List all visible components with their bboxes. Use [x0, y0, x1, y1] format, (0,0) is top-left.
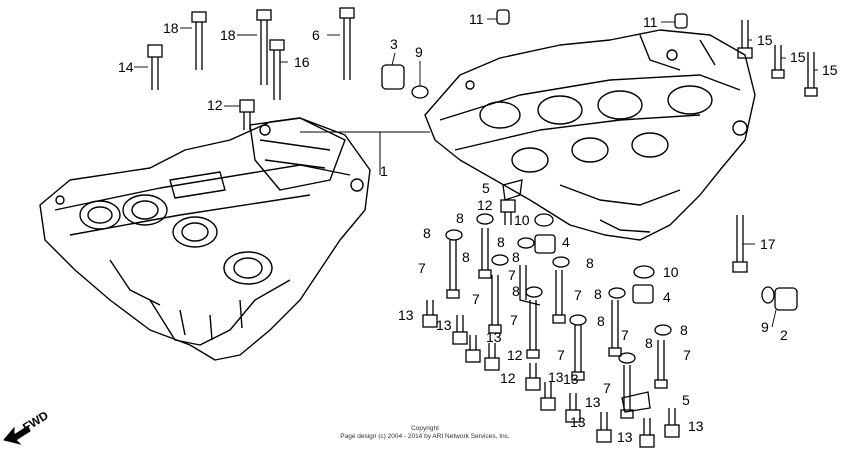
callout-10: 10 [663, 264, 679, 280]
callout-13: 13 [585, 394, 601, 410]
callout-8: 8 [512, 283, 520, 299]
callout-15: 15 [790, 49, 806, 65]
callout-11: 11 [469, 11, 484, 27]
callout-8: 8 [462, 249, 470, 265]
callout-7: 7 [508, 267, 516, 283]
callout-13: 13 [436, 317, 452, 333]
callout-9: 9 [415, 44, 423, 60]
callout-9: 9 [761, 319, 769, 335]
callout-8: 8 [597, 313, 605, 329]
callout-8: 8 [512, 249, 520, 265]
callout-7: 7 [510, 312, 518, 328]
callout-14: 14 [118, 59, 134, 75]
callout-8: 8 [497, 234, 505, 250]
callout-labels: 18 18 6 16 14 12 3 9 11 11 15 15 15 1 5 … [118, 11, 838, 445]
callout-11: 11 [643, 14, 658, 30]
callout-8: 8 [423, 225, 431, 241]
callout-7: 7 [621, 327, 629, 343]
callout-13: 13 [548, 369, 564, 385]
callout-7: 7 [472, 291, 480, 307]
callout-7: 7 [683, 347, 691, 363]
callout-2: 2 [780, 327, 788, 343]
callout-7: 7 [603, 380, 611, 396]
callout-10: 10 [514, 212, 530, 228]
callout-8: 8 [645, 335, 653, 351]
callout-12: 12 [500, 370, 516, 386]
callout-6: 6 [312, 27, 320, 43]
callout-8: 8 [586, 255, 594, 271]
callout-15: 15 [822, 62, 838, 78]
callout-13: 13 [617, 429, 633, 445]
upper-crankcase [424, 29, 756, 241]
callout-8: 8 [680, 322, 688, 338]
page-design-credit: Page design (c) 2004 - 2014 by ARI Netwo… [340, 433, 510, 440]
callout-leaders [134, 18, 818, 328]
callout-12: 12 [477, 197, 493, 213]
callout-4: 4 [562, 234, 570, 250]
callout-12: 12 [207, 97, 223, 113]
callout-7: 7 [418, 260, 426, 276]
callout-8: 8 [594, 286, 602, 302]
callout-12: 12 [507, 347, 523, 363]
callout-4: 4 [663, 289, 671, 305]
bolts-lower [422, 179, 680, 448]
callout-5: 5 [682, 392, 690, 408]
callout-1: 1 [380, 163, 388, 179]
copyright-line: Copyright [411, 425, 439, 432]
callout-13: 13 [563, 371, 579, 387]
callout-3: 3 [390, 36, 398, 52]
callout-13: 13 [570, 414, 586, 430]
callout-13: 13 [486, 329, 502, 345]
callout-18: 18 [220, 27, 236, 43]
callout-15: 15 [757, 32, 773, 48]
callout-13: 13 [688, 418, 704, 434]
leader-lines [300, 131, 430, 175]
callout-7: 7 [574, 287, 582, 303]
callout-17: 17 [760, 236, 776, 252]
callout-13: 13 [398, 307, 414, 323]
callout-16: 16 [294, 54, 310, 70]
callout-5: 5 [482, 180, 490, 196]
callout-7: 7 [557, 347, 565, 363]
callout-8: 8 [456, 210, 464, 226]
lower-crankcase [39, 117, 371, 361]
callout-18: 18 [163, 20, 179, 36]
